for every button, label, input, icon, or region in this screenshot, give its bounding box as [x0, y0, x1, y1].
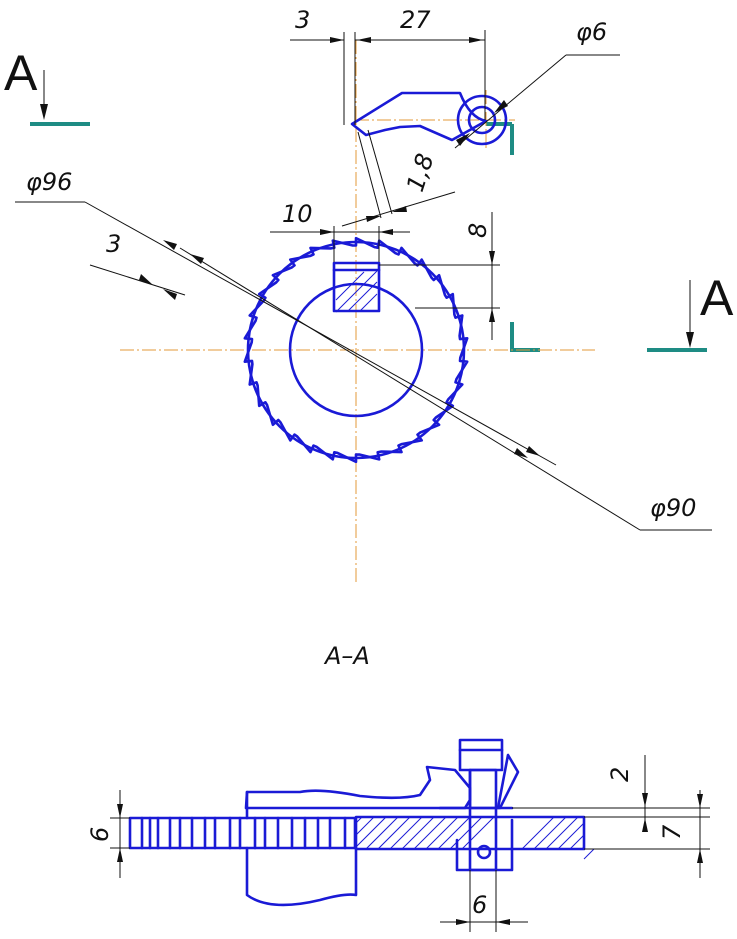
bore-circle	[288, 282, 424, 418]
dim-2-text: 2	[606, 767, 634, 782]
section-label-left: A	[4, 45, 38, 101]
dim-phi90: φ90	[179, 247, 712, 531]
section-hatch-line	[569, 834, 585, 850]
ratchet-wheel-teeth	[243, 236, 469, 464]
dim-10-text: 10	[282, 200, 313, 228]
dim-6-bottom-text: 6	[472, 891, 487, 919]
dim-3-top: 3	[295, 6, 310, 34]
section-hatch-line	[461, 816, 495, 850]
dim-27: 27	[400, 6, 431, 34]
dim-8-text: 8	[464, 223, 492, 238]
section-hatch-line	[355, 816, 387, 848]
section-hatch-line	[521, 816, 555, 850]
dim-7-text: 7	[658, 824, 686, 840]
section-hatch-line	[533, 816, 567, 850]
dim-6-left: 6	[86, 790, 130, 878]
section-hatch-line	[377, 816, 411, 850]
section-hatch-line	[449, 816, 483, 850]
dim-7: 7	[658, 790, 703, 878]
dim-2: 2	[512, 755, 710, 850]
cut-corner-top	[486, 122, 514, 155]
dim-top: 3 27	[290, 6, 486, 125]
dim-3-left: 3	[89, 230, 186, 300]
dim-1-8: 1,8	[341, 129, 456, 227]
dim-phi6: φ6	[454, 18, 620, 149]
hub-circle	[246, 240, 466, 460]
section-hatch-line	[355, 816, 375, 836]
section-hatch-line	[583, 848, 595, 860]
dim-1-8-text: 1,8	[401, 150, 439, 195]
section-hatch-line	[437, 816, 471, 850]
section-hatch-line	[389, 816, 423, 850]
section-hatch-line	[355, 816, 363, 824]
section-hatch-line	[425, 816, 459, 850]
dim-phi90-text: φ90	[650, 494, 696, 522]
section-label-right: A	[700, 270, 734, 326]
section-hatch-line	[401, 816, 435, 850]
dim-3-left-text: 3	[106, 230, 121, 258]
dim-phi6-text: φ6	[576, 18, 607, 46]
section-hatch-line	[581, 846, 585, 850]
dim-phi96-text: φ96	[26, 168, 72, 196]
dim-10: 10	[270, 200, 410, 262]
cut-corner-mid	[510, 322, 540, 352]
section-hatch-line	[545, 816, 579, 850]
section-view	[128, 738, 595, 907]
section-mark-left: A	[4, 45, 90, 126]
dim-6-left-text: 6	[86, 827, 114, 842]
dim-phi96: φ96	[15, 168, 557, 466]
pawl	[350, 91, 508, 146]
section-hatch-line	[413, 816, 447, 850]
section-title: A–A	[323, 642, 370, 670]
dim-8: 8	[379, 212, 500, 340]
section-mark-right: A	[647, 270, 734, 352]
dim-6-bottom: 6	[440, 870, 528, 932]
section-hatch-line	[365, 816, 399, 850]
key	[332, 261, 381, 313]
section-hatch-line	[557, 822, 585, 850]
